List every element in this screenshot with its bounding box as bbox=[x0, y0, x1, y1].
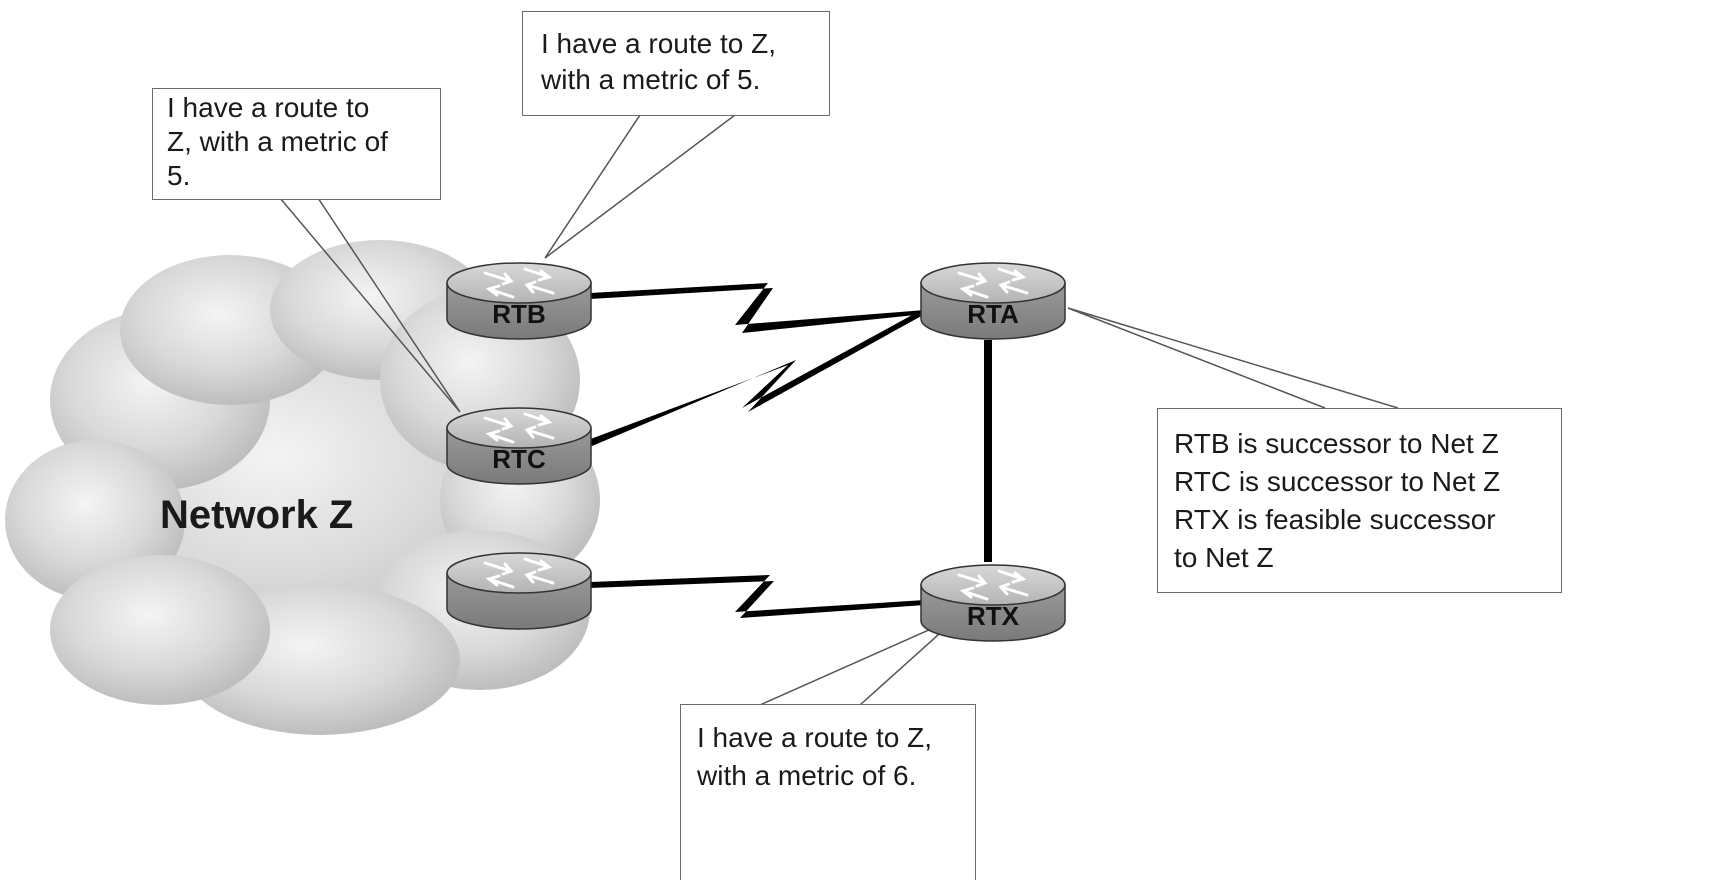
router-rtb: RTB bbox=[446, 262, 592, 340]
rtb-callout-line-1: I have a route to Z, bbox=[541, 28, 777, 59]
router-arrows-icon bbox=[483, 412, 555, 444]
network-z-label: Network Z bbox=[160, 493, 353, 537]
rtc-callout-line-3: 5. bbox=[167, 160, 191, 191]
rtc-callout-pointer bbox=[279, 197, 461, 413]
rtc-callout-line-1: I have a route to bbox=[167, 92, 370, 123]
router-rta: RTA bbox=[920, 262, 1066, 340]
rta-callout-pointer bbox=[1067, 307, 1399, 409]
rtx-callout: I have a route to Z, with a metric of 6. bbox=[680, 704, 976, 880]
link-rtc-rta bbox=[588, 308, 925, 446]
router-rtx-label: RTX bbox=[967, 601, 1020, 631]
links bbox=[588, 283, 992, 618]
router-arrows-icon bbox=[483, 267, 555, 299]
router-rtc: RTC bbox=[446, 407, 592, 485]
router-rtc-label: RTC bbox=[492, 444, 546, 474]
rtx-callout-line-1: I have a route to Z, bbox=[697, 722, 933, 753]
router-rtb-label: RTB bbox=[492, 299, 545, 329]
router-arrows-icon bbox=[957, 267, 1029, 299]
rta-callout-line-4: to Net Z bbox=[1174, 542, 1274, 573]
rtx-callout-line-2: with a metric of 6. bbox=[697, 760, 917, 791]
link-rta-rtx bbox=[984, 340, 992, 562]
callout-pointers bbox=[279, 114, 1399, 706]
routers: RTB RTC RTA RTX bbox=[446, 262, 1066, 642]
router-arrows-icon bbox=[483, 557, 555, 589]
rtb-callout-pointer bbox=[544, 114, 736, 259]
rta-callout-line-3: RTX is feasible successor bbox=[1174, 504, 1496, 535]
router-unnamed bbox=[446, 552, 592, 630]
router-rta-label: RTA bbox=[967, 299, 1019, 329]
rta-callout-line-2: RTC is successor to Net Z bbox=[1174, 466, 1501, 497]
rtb-callout-line-2: with a metric of 5. bbox=[541, 64, 761, 95]
rtb-callout: I have a route to Z, with a metric of 5. bbox=[522, 11, 830, 116]
link-unnamed-rtx bbox=[590, 575, 925, 618]
rtc-callout-line-2: Z, with a metric of bbox=[167, 126, 388, 157]
router-rtx: RTX bbox=[920, 564, 1066, 642]
rta-callout: RTB is successor to Net Z RTC is success… bbox=[1157, 408, 1562, 593]
rtc-callout: I have a route to Z, with a metric of 5. bbox=[152, 88, 441, 200]
rta-callout-line-1: RTB is successor to Net Z bbox=[1174, 428, 1499, 459]
link-rtb-rta bbox=[590, 283, 925, 333]
router-arrows-icon bbox=[957, 569, 1029, 601]
